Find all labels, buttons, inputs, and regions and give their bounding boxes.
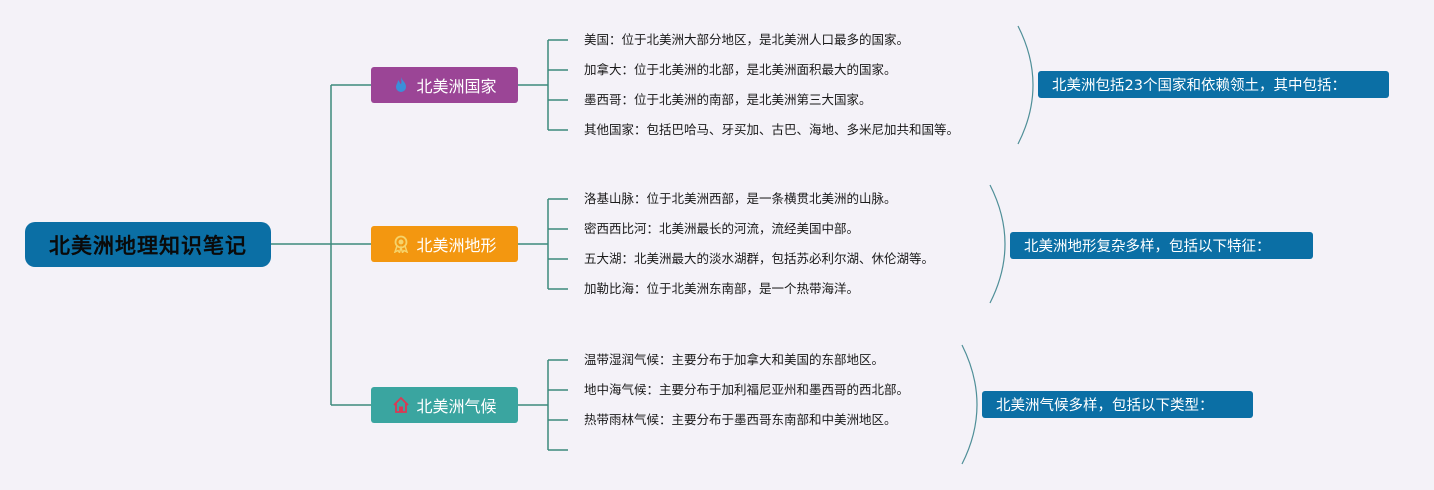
leaf-climate-3[interactable]: 热带雨林气候：主要分布于墨西哥东南部和中美洲地区。 bbox=[584, 412, 897, 427]
bracket-1 bbox=[1017, 25, 1034, 145]
bracket-2 bbox=[989, 184, 1006, 304]
bracket-3 bbox=[961, 344, 978, 465]
summary-countries[interactable]: 北美洲包括23个国家和依赖领土，其中包括： bbox=[1038, 71, 1389, 98]
branch-countries-label: 北美洲国家 bbox=[416, 77, 497, 96]
award-icon bbox=[392, 235, 410, 253]
summary-climate-text: 北美洲气候多样，包括以下类型： bbox=[996, 398, 1214, 414]
branch-countries[interactable]: 北美洲国家 bbox=[371, 67, 518, 103]
root-topic[interactable]: 北美洲地理知识笔记 bbox=[25, 222, 271, 267]
summary-terrain-text: 北美洲地形复杂多样，包括以下特征： bbox=[1024, 239, 1271, 255]
leaf-countries-2[interactable]: 加拿大：位于北美洲的北部，是北美洲面积最大的国家。 bbox=[584, 62, 897, 77]
leaf-countries-1[interactable]: 美国：位于北美洲大部分地区，是北美洲人口最多的国家。 bbox=[584, 32, 910, 47]
branch-terrain[interactable]: 北美洲地形 bbox=[371, 226, 518, 262]
leaf-terrain-3[interactable]: 五大湖：北美洲最大的淡水湖群，包括苏必利尔湖、休伦湖等。 bbox=[584, 251, 935, 266]
leaf-climate-1[interactable]: 温带湿润气候：主要分布于加拿大和美国的东部地区。 bbox=[584, 352, 885, 367]
branch-climate-label: 北美洲气候 bbox=[416, 397, 497, 416]
branch-climate[interactable]: 北美洲气候 bbox=[371, 387, 518, 423]
leaf-terrain-2[interactable]: 密西西比河：北美洲最长的河流，流经美国中部。 bbox=[584, 221, 860, 236]
summary-climate[interactable]: 北美洲气候多样，包括以下类型： bbox=[982, 391, 1253, 418]
leaf-countries-4[interactable]: 其他国家：包括巴哈马、牙买加、古巴、海地、多米尼加共和国等。 bbox=[584, 122, 960, 137]
leaf-terrain-4[interactable]: 加勒比海：位于北美洲东南部，是一个热带海洋。 bbox=[584, 281, 860, 296]
root-title: 北美洲地理知识笔记 bbox=[49, 233, 247, 258]
leaf-terrain-1[interactable]: 洛基山脉：位于北美洲西部，是一条横贯北美洲的山脉。 bbox=[584, 191, 897, 206]
fire-icon bbox=[392, 76, 410, 94]
branch-terrain-label: 北美洲地形 bbox=[416, 236, 497, 255]
summary-terrain[interactable]: 北美洲地形复杂多样，包括以下特征： bbox=[1010, 232, 1313, 259]
leaf-climate-2[interactable]: 地中海气候：主要分布于加利福尼亚州和墨西哥的西北部。 bbox=[584, 382, 910, 397]
house-icon bbox=[392, 396, 410, 414]
summary-countries-text: 北美洲包括23个国家和依赖领土，其中包括： bbox=[1052, 78, 1346, 94]
leaf-countries-3[interactable]: 墨西哥：位于北美洲的南部，是北美洲第三大国家。 bbox=[584, 92, 872, 107]
